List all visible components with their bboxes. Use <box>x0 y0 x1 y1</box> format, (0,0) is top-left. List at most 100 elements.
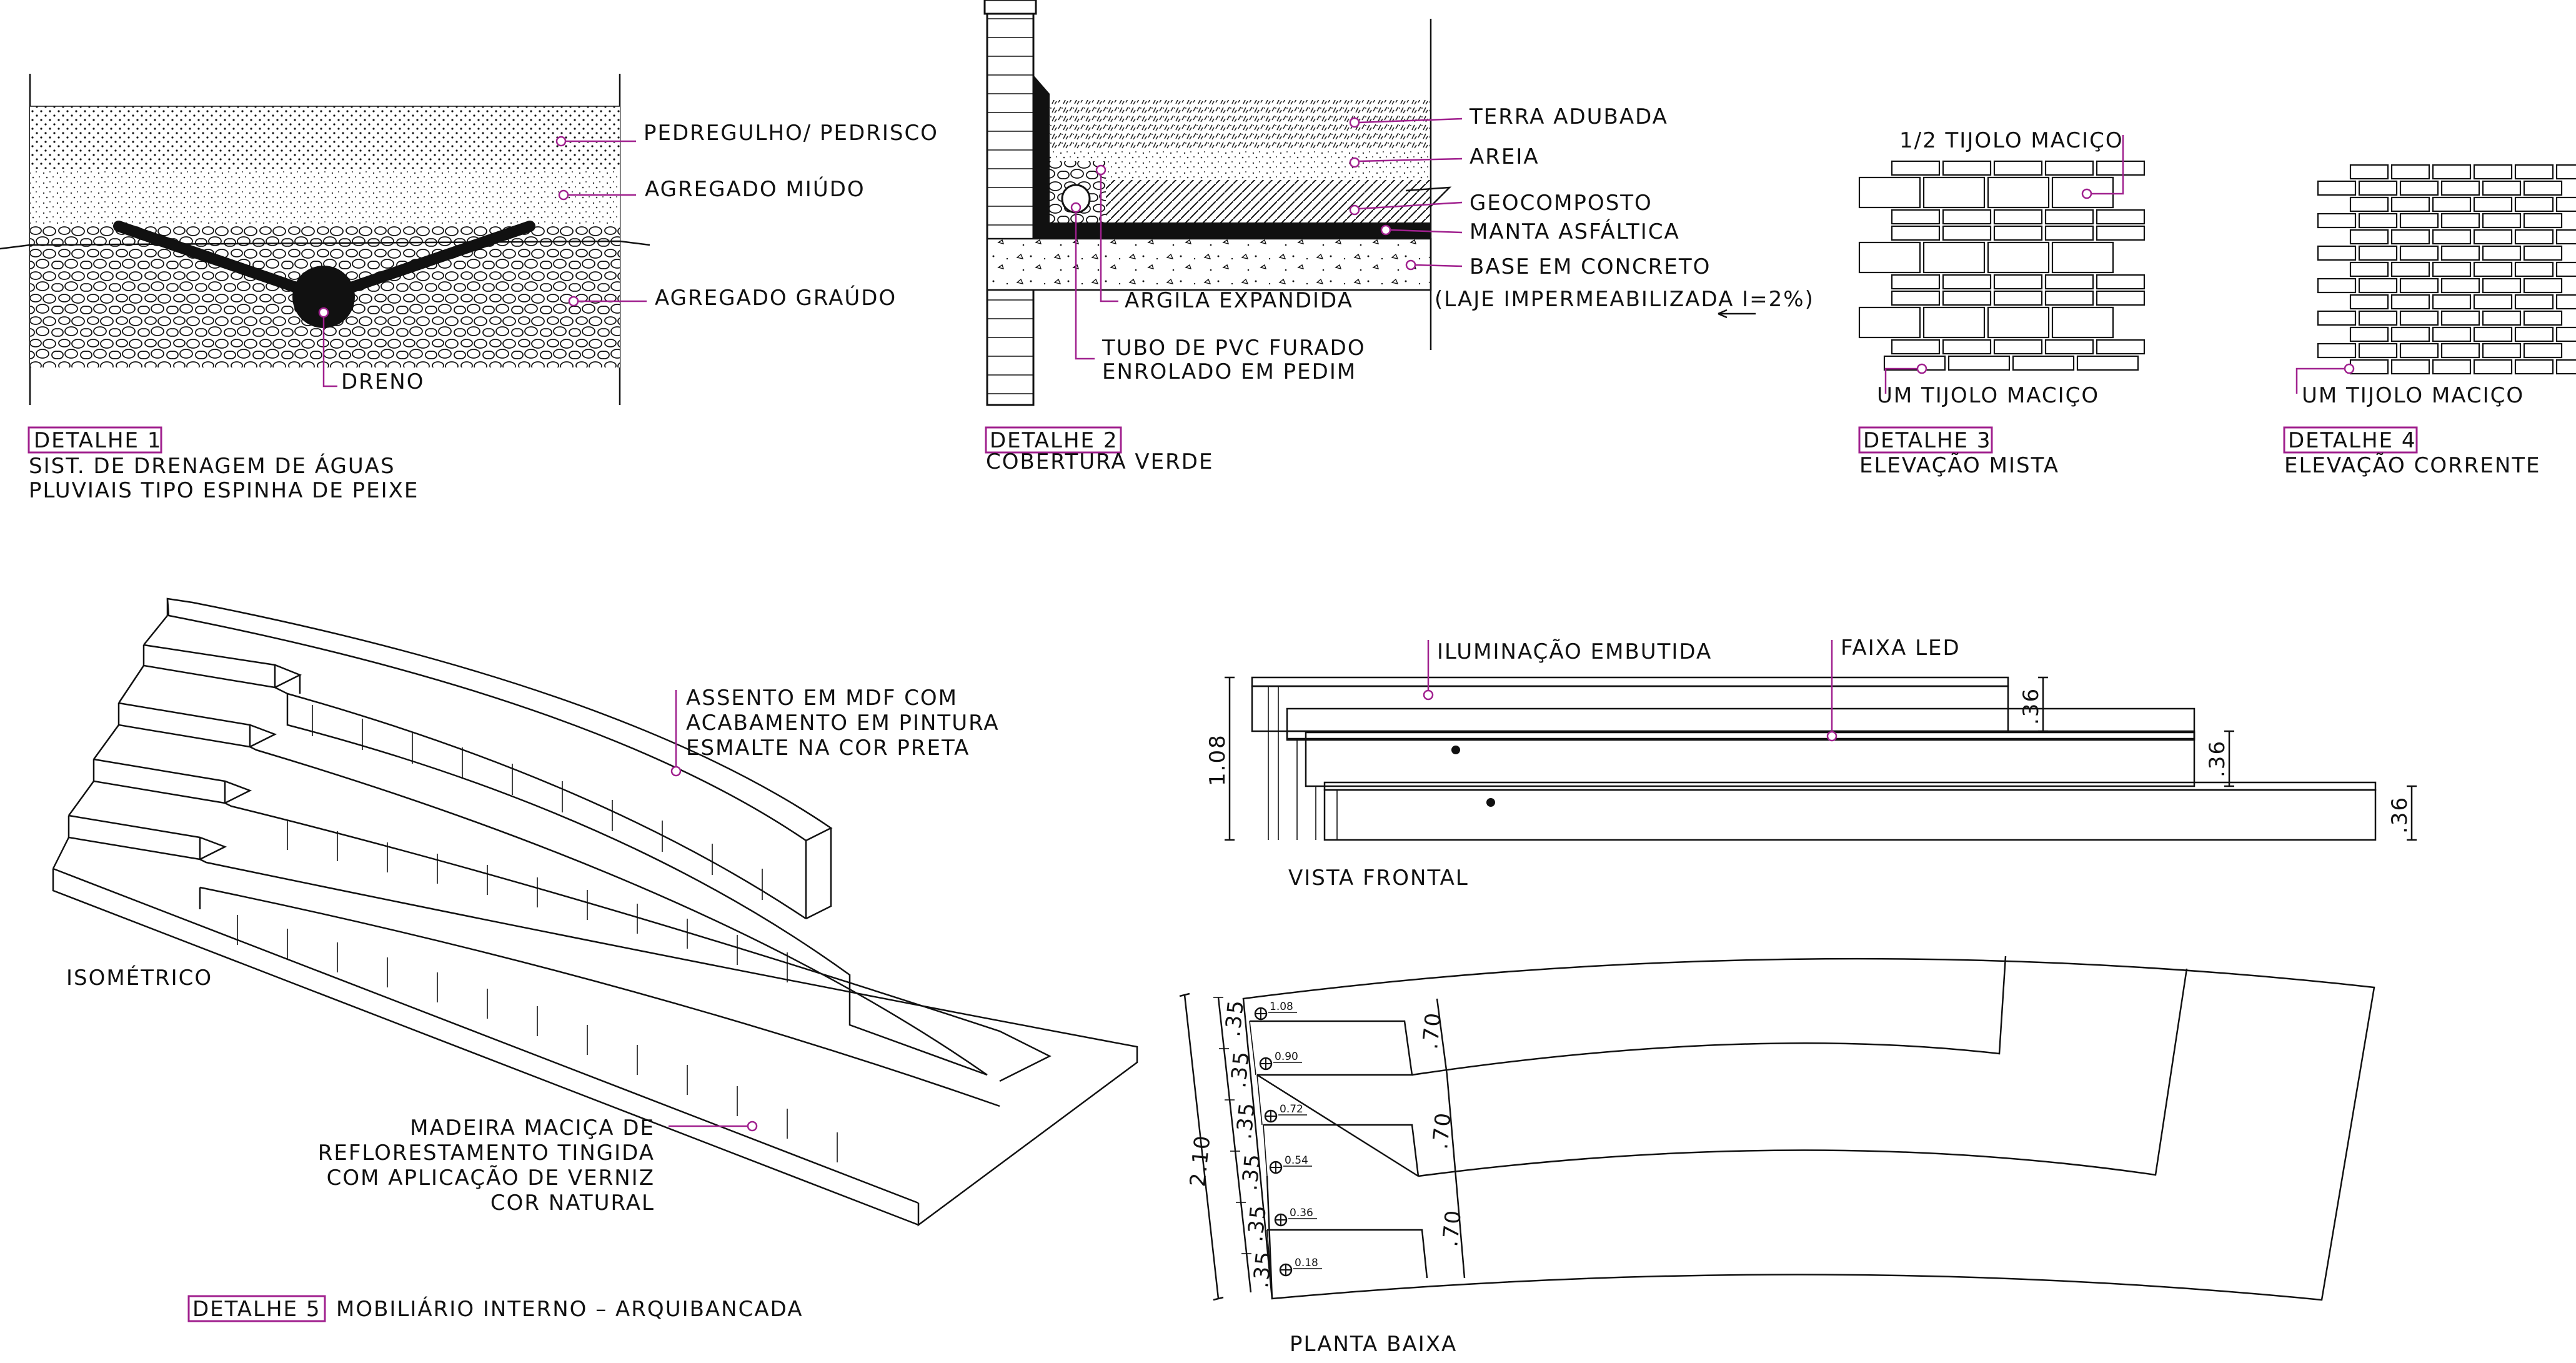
sand-layer <box>1050 150 1431 180</box>
brick <box>2523 342 2563 359</box>
brick <box>2390 359 2430 375</box>
level-value: 1.08 <box>1270 1001 1293 1013</box>
brick <box>2096 209 2146 225</box>
concrete-base <box>986 237 1432 291</box>
label-seat-line-3: ESMALTE NA COR PRETA <box>686 736 970 761</box>
brick <box>2555 359 2576 375</box>
detail-3-brick-wall <box>1858 160 2146 371</box>
label-concrete-base: BASE EM CONCRETO <box>1470 254 1711 279</box>
drain-pipe <box>292 266 355 328</box>
brick <box>2514 261 2554 277</box>
brick <box>2317 212 2357 229</box>
brick <box>2432 164 2472 180</box>
detail-5-tag: DETALHE 5 <box>192 1297 321 1322</box>
soil-layer <box>1050 100 1431 150</box>
label-seat-line-1: ASSENTO EM MDF COM <box>686 686 958 711</box>
brick <box>1993 225 2043 241</box>
brick <box>1993 160 2043 176</box>
brick <box>2044 209 2094 225</box>
detail-2-tag: DETALHE 2 <box>990 428 1118 453</box>
detail-5-title: MOBILIÁRIO INTERNO – ARQUIBANCADA <box>336 1296 803 1322</box>
brick <box>2051 306 2114 339</box>
brick <box>2523 245 2563 261</box>
level-value: 0.18 <box>1295 1257 1318 1269</box>
label-fine-aggregate: AGREGADO MIÚDO <box>645 176 865 202</box>
detail-3-title: ELEVAÇÃO MISTA <box>1859 453 2059 478</box>
label-drain: DRENO <box>341 369 424 394</box>
front-view: ILUMINAÇÃO EMBUTIDA FAIXA LED 1.08 .36 .… <box>1205 636 2417 891</box>
label-coarse-aggregate: AGREGADO GRAÚDO <box>655 285 897 311</box>
brick <box>2044 290 2094 306</box>
brick <box>1987 241 2050 274</box>
dim-plan-row-4: .35 <box>1237 1152 1266 1192</box>
brick <box>2390 229 2430 245</box>
dim-front-step-3: .36 <box>2387 796 2412 834</box>
brick <box>2349 294 2389 310</box>
brick <box>2555 326 2576 342</box>
brick <box>1942 209 1992 225</box>
brick <box>2440 342 2480 359</box>
brick <box>2473 261 2513 277</box>
brick <box>2317 277 2357 294</box>
detail-1-tag-box <box>27 426 162 454</box>
label-wood-line-4: COR NATURAL <box>490 1191 655 1216</box>
brick <box>2482 310 2522 326</box>
detail-3-mixed-elevation: 1/2 TIJOLO MACIÇO UM TIJOLO MACIÇO DETAL… <box>1858 128 2146 478</box>
label-geocomposite: GEOCOMPOSTO <box>1470 191 1653 216</box>
brick <box>2482 180 2522 196</box>
brick <box>2482 245 2522 261</box>
brick <box>2358 342 2398 359</box>
brick <box>2358 245 2398 261</box>
brick <box>1922 176 1986 209</box>
label-wood-line-2: REFLORESTAMENTO TINGIDA <box>318 1141 655 1166</box>
dim-plan-total: 2.10 <box>1185 1134 1216 1188</box>
brick <box>2440 212 2480 229</box>
brick <box>2473 359 2513 375</box>
brick <box>1942 225 1992 241</box>
brick <box>1891 225 1941 241</box>
brick <box>2390 294 2430 310</box>
label-waterproof-slab: (LAJE IMPERMEABILIZADA I=2%) <box>1435 287 1814 312</box>
dim-plan-tread-2: .70 <box>1428 1111 1456 1151</box>
brick <box>2555 294 2576 310</box>
label-soil: TERRA ADUBADA <box>1469 104 1668 129</box>
front-view-title: VISTA FRONTAL <box>1288 866 1469 891</box>
level-value: 0.54 <box>1285 1154 1308 1167</box>
label-led-strip: FAIXA LED <box>1841 636 1961 661</box>
brick <box>2051 241 2114 274</box>
dim-front-step-2: .36 <box>2205 740 2230 777</box>
plan-level-markers: 1.080.900.720.540.360.18 <box>1254 1001 1322 1277</box>
brick <box>2432 196 2472 212</box>
brick <box>2358 212 2398 229</box>
brick <box>2358 277 2398 294</box>
brick <box>2473 294 2513 310</box>
brick <box>1891 290 1941 306</box>
detail-3-tag-box <box>1858 426 1993 454</box>
brick <box>2399 212 2439 229</box>
brick <box>2358 180 2398 196</box>
dim-plan-row-5: .35 <box>1243 1203 1271 1243</box>
brick <box>2390 196 2430 212</box>
brick <box>2482 277 2522 294</box>
brick <box>2432 294 2472 310</box>
brick <box>2317 310 2357 326</box>
brick <box>1883 355 1946 371</box>
detail-1-tag: DETALHE 1 <box>34 428 162 453</box>
brick <box>1987 306 2050 339</box>
brick <box>2317 245 2357 261</box>
level-marker-cross <box>1280 1264 1291 1276</box>
brick <box>1993 209 2043 225</box>
brick <box>2044 339 2094 355</box>
detail-1-title-line-1: SIST. DE DRENAGEM DE ÁGUAS <box>29 453 395 479</box>
brick <box>1922 241 1986 274</box>
brick <box>1942 339 1992 355</box>
brick <box>2523 277 2563 294</box>
brick <box>2473 326 2513 342</box>
brick <box>1922 306 1986 339</box>
detail-4-tag: DETALHE 4 <box>2288 428 2416 453</box>
floor-plan: 1.080.900.720.540.360.18 2.10 .35 .35 .3… <box>1179 956 2375 1357</box>
level-marker-cross <box>1270 1162 1281 1173</box>
brick <box>2523 310 2563 326</box>
brick <box>1858 241 1921 274</box>
level-marker-cross <box>1260 1058 1271 1069</box>
